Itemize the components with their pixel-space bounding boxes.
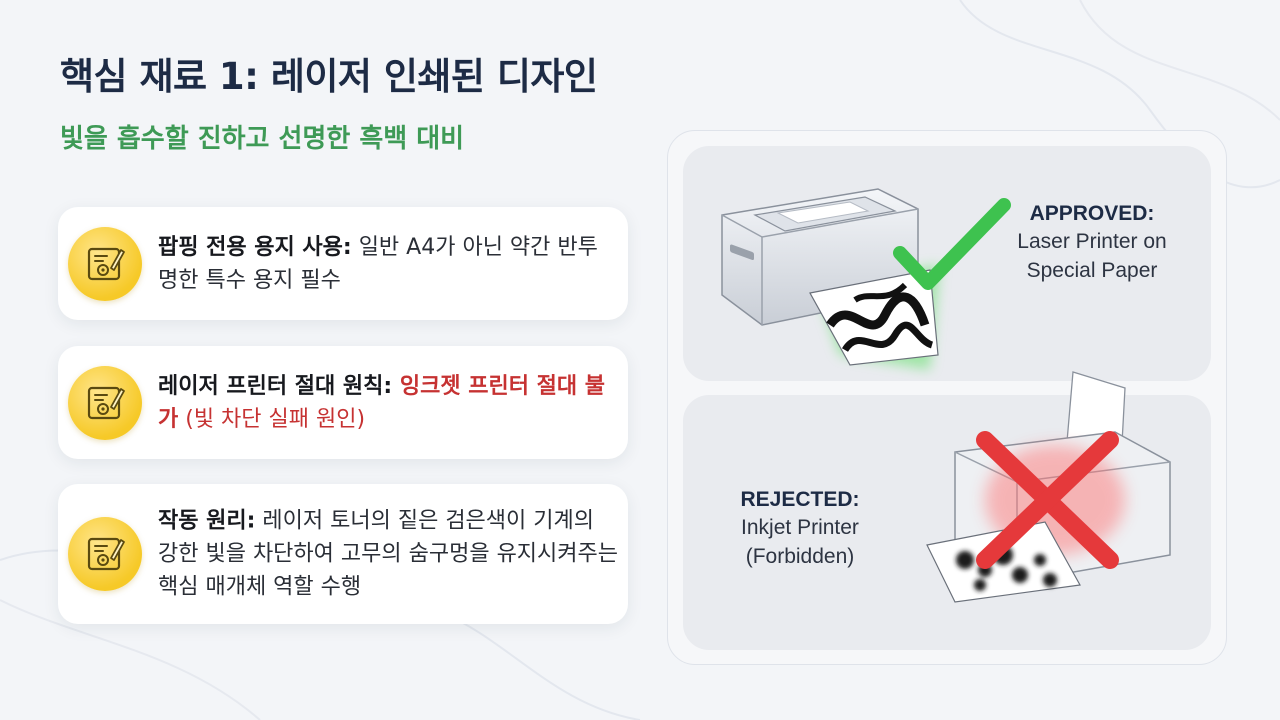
inkjet-printer-illustration	[926, 371, 1171, 603]
card-text: 작동 원리: 레이저 토너의 짙은 검은색이 기계의 강한 빛을 차단하여 고무…	[158, 505, 618, 604]
info-card-printer-rule: 레이저 프린터 절대 원칙: 잉크젯 프린터 절대 불가 (빛 차단 실패 원인…	[58, 346, 628, 459]
rejected-line-1: Inkjet Printer	[741, 516, 859, 540]
info-card-paper: 팝핑 전용 용지 사용: 일반 A4가 아닌 약간 반투명한 특수 용지 필수	[58, 207, 628, 320]
approved-line-2: Special Paper	[1026, 258, 1158, 282]
approved-line-1: Laser Printer on	[1017, 230, 1167, 254]
approved-heading: APPROVED:	[1029, 202, 1155, 225]
checkmark-icon	[893, 198, 1011, 290]
card-body: 일반 A4가 아닌 약간 반투명한 특수 용지 필수	[158, 234, 598, 293]
document-gear-icon	[68, 226, 142, 301]
approved-label: APPROVED: Laser Printer on Special Paper	[1000, 200, 1184, 285]
card-warning: 잉크젯 프린터 절대 불가	[158, 373, 605, 432]
rejected-label: REJECTED: Inkjet Printer (Forbidden)	[730, 486, 870, 571]
x-mark-icon	[976, 431, 1119, 569]
document-gear-icon	[68, 365, 142, 440]
laser-printer-illustration	[721, 188, 1011, 370]
rejected-heading: REJECTED:	[740, 488, 860, 511]
card-lead: 작동 원리:	[158, 508, 256, 534]
page-subtitle: 빛을 흡수할 진하고 선명한 흑백 대비	[60, 124, 465, 154]
card-lead: 레이저 프린터 절대 원칙:	[158, 373, 393, 399]
card-note: (빛 차단 실패 원인)	[178, 406, 366, 432]
rejected-line-2: (Forbidden)	[745, 544, 855, 568]
document-gear-icon	[68, 517, 142, 591]
card-body: 레이저 토너의 짙은 검은색이 기계의 강한 빛을 차단하여 고무의 숨구멍을 …	[158, 508, 619, 600]
card-text: 레이저 프린터 절대 원칙: 잉크젯 프린터 절대 불가 (빛 차단 실패 원인…	[158, 370, 618, 436]
card-text: 팝핑 전용 용지 사용: 일반 A4가 아닌 약간 반투명한 특수 용지 필수	[158, 231, 618, 297]
info-card-principle: 작동 원리: 레이저 토너의 짙은 검은색이 기계의 강한 빛을 차단하여 고무…	[58, 484, 628, 624]
card-lead: 팝핑 전용 용지 사용:	[158, 234, 352, 260]
page-title: 핵심 재료 1: 레이저 인쇄된 디자인	[60, 55, 598, 98]
